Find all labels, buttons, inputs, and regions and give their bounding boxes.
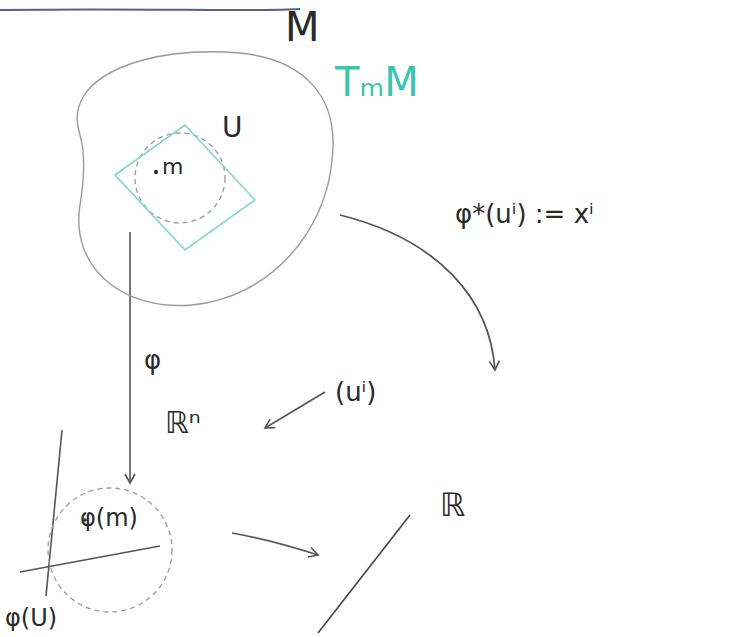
manifold-blob-outline xyxy=(40,5,360,315)
map-label: φ xyxy=(144,346,161,375)
coordinate-functions: (uⁱ) xyxy=(335,378,376,407)
point-label: m xyxy=(162,155,183,179)
pullback-formula: φ*(uⁱ) := xⁱ xyxy=(455,200,594,229)
manifold-label: M xyxy=(285,5,320,49)
rn-axes xyxy=(20,430,160,596)
coordinate-pointer xyxy=(265,392,325,428)
top-border xyxy=(0,9,300,10)
tangent-space-label: TₘM xyxy=(335,60,419,104)
tangent-plane: TₘM xyxy=(110,60,470,260)
euclidean-space-label: ℝⁿ xyxy=(165,406,201,439)
pullback-arrow xyxy=(340,215,495,370)
image-set-circle: φ(m) φ(U) xyxy=(5,485,180,635)
open-set-circle: mU xyxy=(120,110,250,230)
set-label: U xyxy=(222,113,243,144)
chart-map-arrow xyxy=(129,232,131,483)
manifold-blob: MmU xyxy=(40,5,360,315)
image-set-label: φ(U) xyxy=(5,605,57,631)
image-point-label: φ(m) xyxy=(80,505,138,531)
real-line-label: ℝ xyxy=(440,488,465,523)
map-to-r-arrow xyxy=(232,533,318,555)
real-line xyxy=(318,515,410,633)
